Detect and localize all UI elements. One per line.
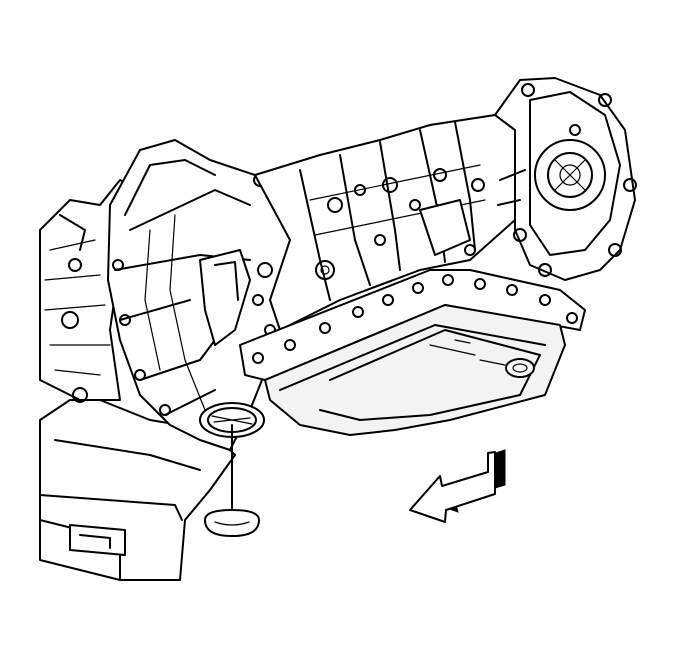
direction-arrow-icon [410, 450, 505, 522]
oil-pan [240, 270, 585, 435]
drain-plug [200, 403, 264, 536]
transmission-case [255, 115, 515, 330]
extension-housing [495, 78, 636, 280]
